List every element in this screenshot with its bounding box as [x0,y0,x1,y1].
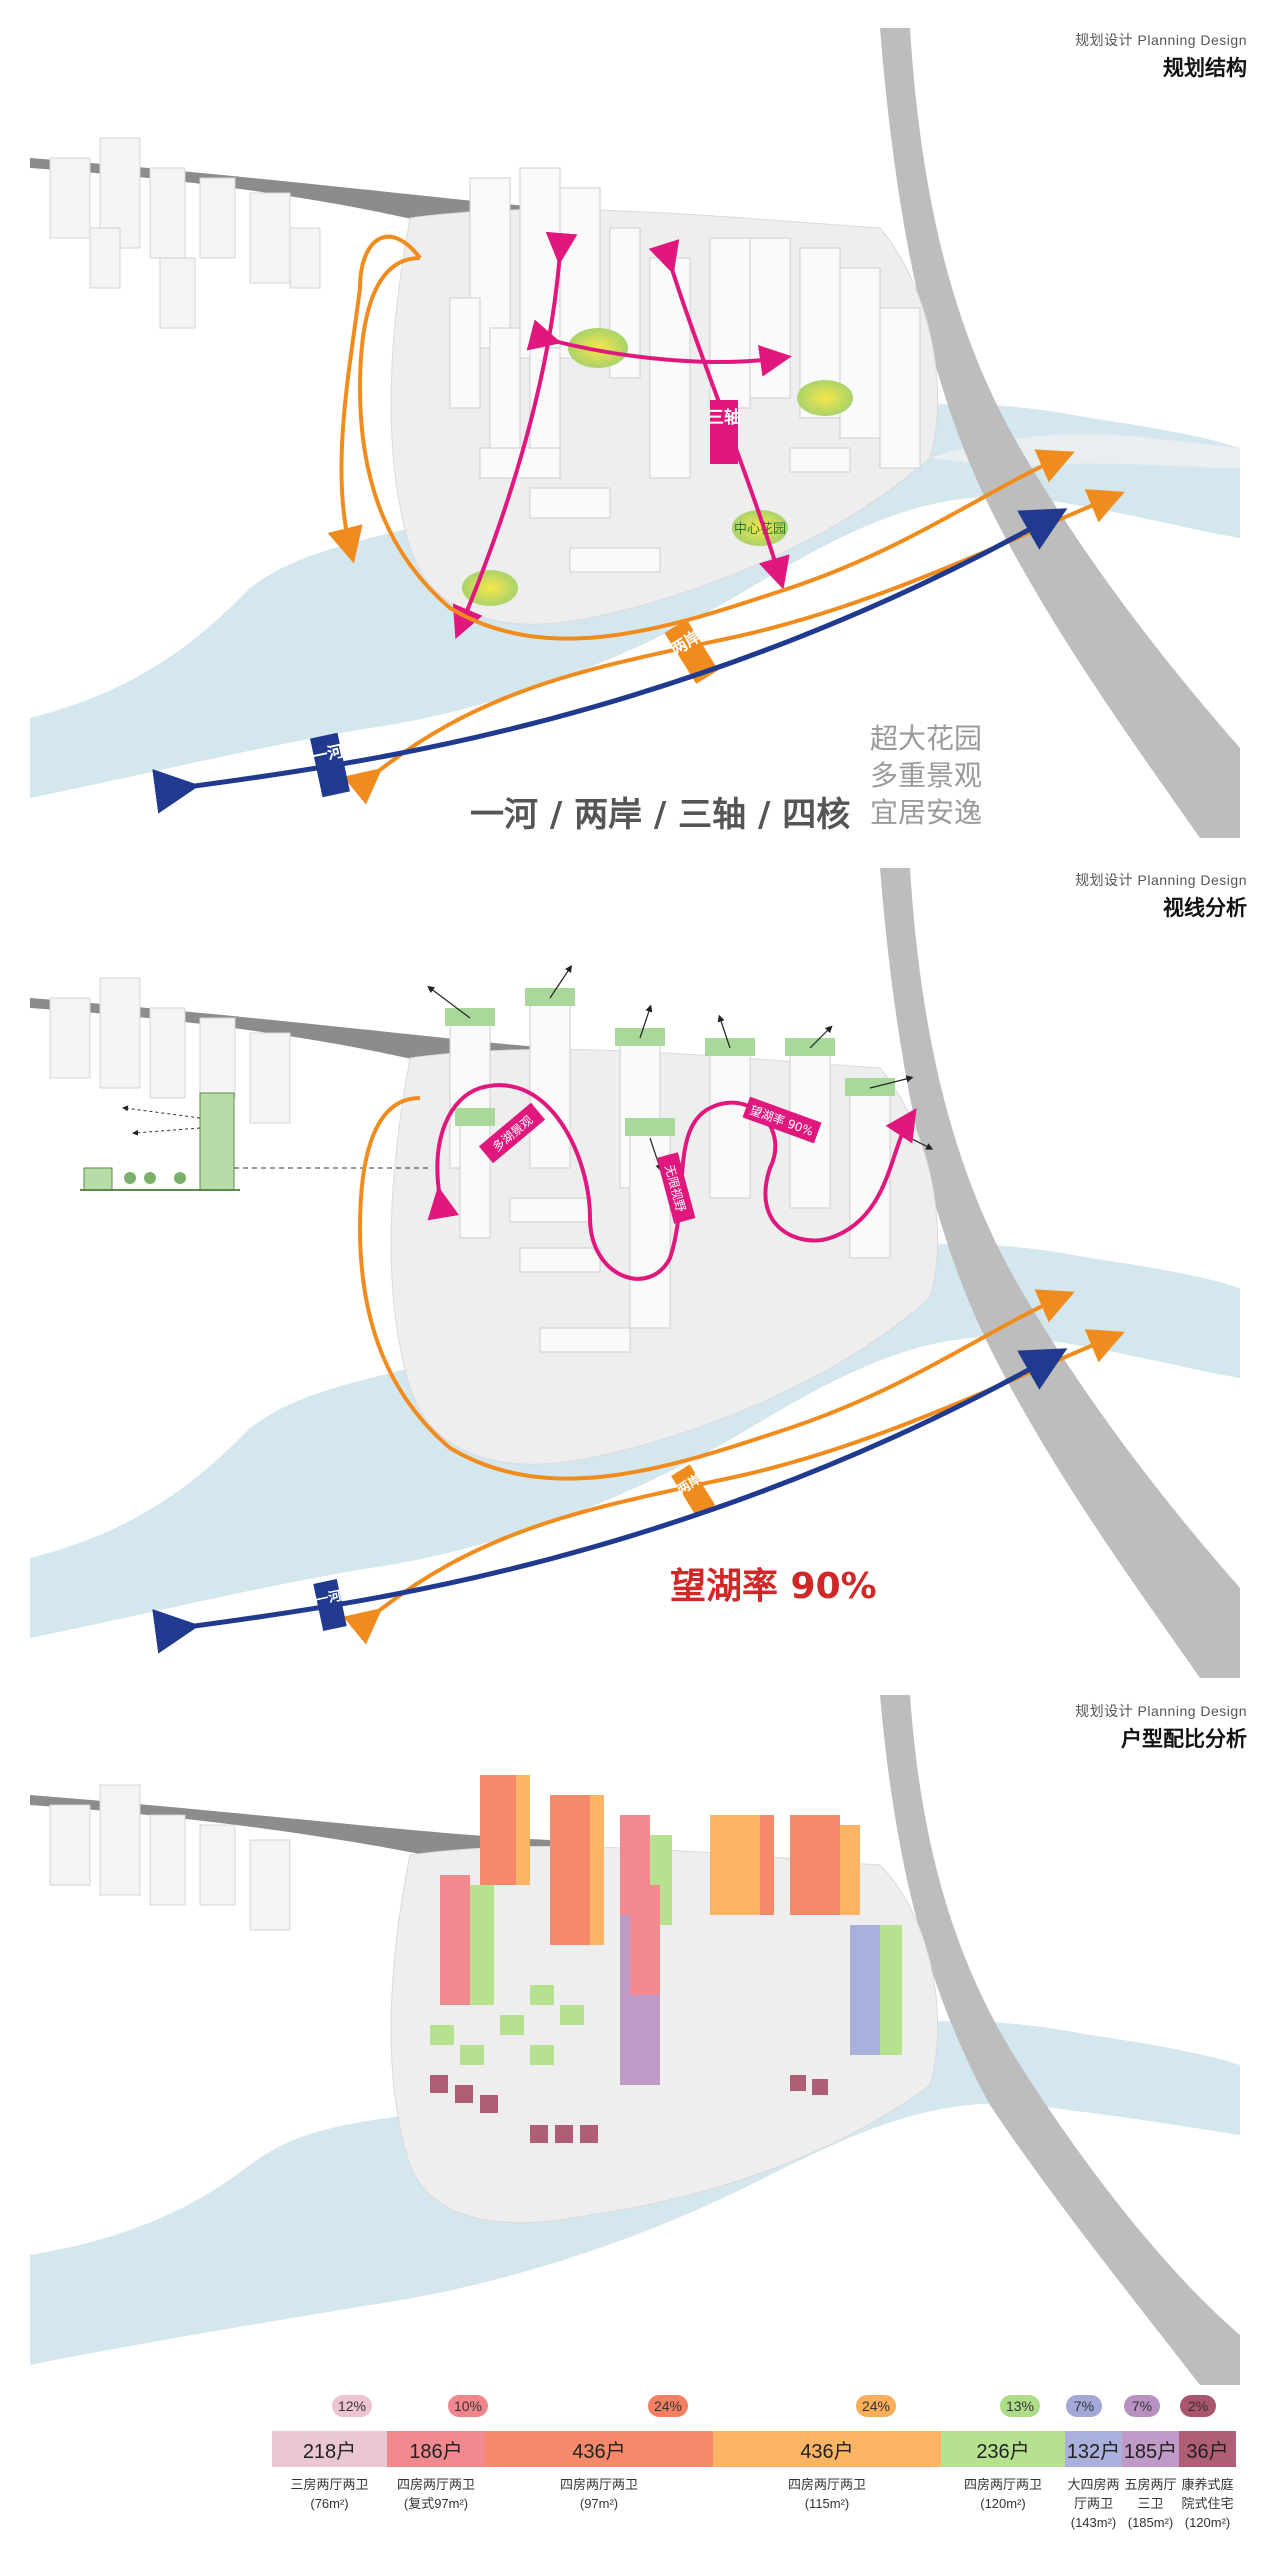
panel-title: 视线分析 [1163,897,1247,920]
panel-subtitle: 规划设计 Planning Design [1075,1703,1247,1719]
unit-count-bar: 436户 [713,2431,941,2467]
pct-badge: 12% [332,2395,372,2417]
slogan-side-1: 超大花园 [870,722,982,755]
unit-mix-legend: 12% 10% 24% 24% 13% 7% 7% 2% 218户 186户 4… [0,2385,1269,2555]
unit-count-bar: 36户 [1179,2431,1236,2467]
slogan-main: 望湖率 90% [670,1566,877,1607]
axis-label: 三轴 [707,407,741,428]
pct-badge: 24% [648,2395,688,2417]
unit-type-desc: 四房两厅两卫 (120m²) [963,2477,1042,2511]
colored-towers [430,1775,902,2143]
pct-badge: 24% [856,2395,896,2417]
slogan-main: 一河 / 两岸 / 三轴 / 四核 [470,795,850,835]
pct-badge: 2% [1180,2395,1216,2417]
pct-badge: 13% [1000,2395,1040,2417]
slogan-side-3: 宜居安逸 [870,796,982,829]
panel-subtitle: 规划设计 Planning Design [1075,872,1247,888]
core-garden-2 [797,380,853,416]
river-label: 一河 [314,1588,343,1609]
unit-count-bar: 218户 [272,2431,387,2467]
unit-type-desc: 康养式庭 院式住宅 (120m²) [1181,2477,1234,2530]
panel-subtitle: 规划设计 Planning Design [1075,32,1247,48]
panel-title: 规划结构 [1163,57,1247,80]
unit-type-desc: 三房两厅两卫 (76m²) [290,2477,369,2511]
site-plan-sightlines: 多湖景观 无限视野 望湖率 90% 两岸 一河 望 [30,868,1240,1678]
panel-sightline-analysis: 规划设计 Planning Design 视线分析 [0,850,1269,1680]
unit-count-bar: 185户 [1122,2431,1179,2467]
pct-badge: 10% [448,2395,488,2417]
unit-count-bar: 236户 [941,2431,1065,2467]
site-plan-structure: 中心花园 三轴 两岸 一河 一河 / 两岸 / 三轴 / 四核 超大花园 多重景… [30,28,1240,838]
unit-type-desc: 五房两厅 三卫 (185m²) [1124,2477,1177,2530]
site-plan-unit-mix [30,1695,1240,2385]
unit-count-bar: 132户 [1065,2431,1122,2467]
panel-unit-mix: 规划设计 Planning Design 户型配比分析 [0,1685,1269,2560]
unit-type-desc: 四房两厅两卫 (复式97m²) [396,2477,475,2511]
road [880,28,1240,838]
unit-count-bar: 436户 [485,2431,713,2467]
section-diagram [80,1092,430,1191]
background-buildings [49,137,321,329]
panel-planning-structure: 规划设计 Planning Design 规划结构 [0,0,1269,840]
unit-type-desc: 四房两厅两卫 (115m²) [787,2477,866,2511]
unit-type-desc: 四房两厅两卫 (97m²) [559,2477,638,2511]
unit-count-bar: 186户 [387,2431,485,2467]
pct-badge: 7% [1066,2395,1102,2417]
unit-type-desc: 大四房两 厅两卫 (143m²) [1067,2477,1120,2530]
slogan-side-2: 多重景观 [870,759,982,792]
core-garden-label: 中心花园 [734,521,786,537]
panel-title: 户型配比分析 [1121,1728,1247,1751]
pct-badge: 7% [1124,2395,1160,2417]
